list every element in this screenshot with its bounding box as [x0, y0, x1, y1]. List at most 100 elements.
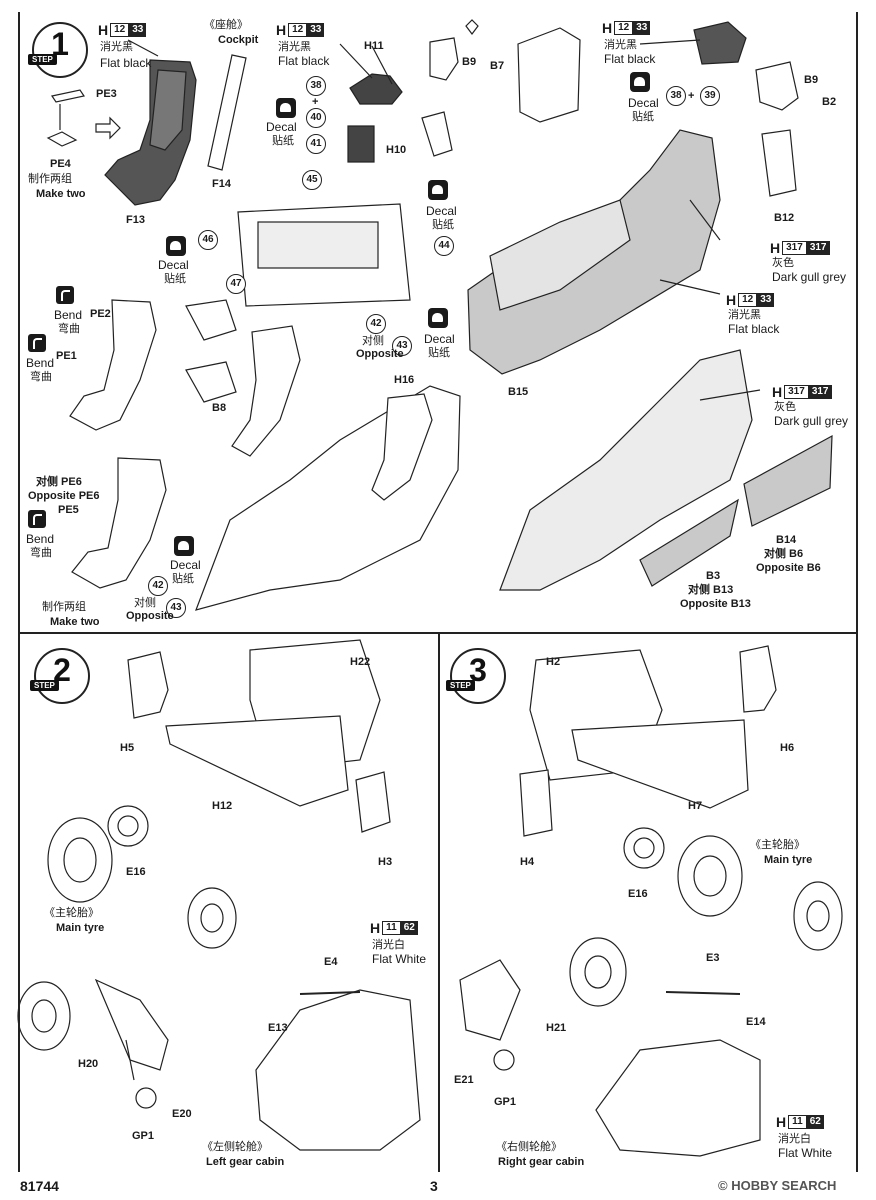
decal-number: 42	[366, 314, 386, 334]
make-two-cn: 制作两组	[42, 600, 86, 613]
part-label-h21: H21	[546, 1022, 567, 1034]
part-label-b13-en: Opposite B13	[680, 598, 751, 610]
paint-en-dark-gull-grey-1: Dark gull grey	[772, 270, 847, 284]
decal-en: Decal	[424, 332, 455, 346]
part-label-b6-cn: 对侧 B6	[764, 548, 804, 560]
paint-en-dark-gull-grey-2: Dark gull grey	[774, 414, 849, 428]
main-tyre-cn: 《主轮胎》	[44, 906, 99, 919]
make-two-cn: 制作两组	[28, 172, 72, 185]
paint-cn-flat-black-2: 消光黑	[278, 40, 311, 53]
main-tyre-en: Main tyre	[56, 922, 105, 934]
part-label-h2: H2	[546, 656, 561, 668]
decal-cn: 贴纸	[164, 272, 186, 285]
part-label-b7: B7	[490, 60, 505, 72]
part-label-gp1: GP1	[494, 1096, 517, 1108]
part-label-e16: E16	[126, 866, 146, 878]
bend-icon	[28, 334, 46, 352]
part-label-b3: B3	[706, 570, 721, 582]
part-label-e21: E21	[454, 1074, 474, 1086]
part-label-e4: E4	[324, 956, 338, 968]
decal-cn: 贴纸	[632, 110, 654, 123]
decal-cn: 贴纸	[272, 134, 294, 147]
paint-en-flat-white-2: Flat White	[778, 1146, 833, 1160]
right-gear-cn: 《右侧轮舱》	[496, 1140, 562, 1153]
make-two-en: Make two	[50, 616, 100, 628]
paint-cn-dark-gull-grey-1: 灰色	[772, 256, 794, 269]
part-label-b14: B14	[776, 534, 797, 546]
decal-icon	[428, 180, 448, 200]
opposite-en: Opposite	[356, 348, 404, 360]
bend-icon	[28, 510, 46, 528]
part-label-pe3: PE3	[96, 88, 117, 100]
decal-number: 45	[302, 170, 322, 190]
opposite-en: Opposite	[126, 610, 174, 622]
decal-icon	[166, 236, 186, 256]
part-label-f13: F13	[126, 214, 145, 226]
divider-right	[856, 12, 858, 1172]
decal-number: 43	[166, 598, 186, 618]
part-label-h22: H22	[350, 656, 371, 668]
divider-horizontal	[18, 632, 856, 634]
page-number: 3	[430, 1178, 438, 1194]
decal-en: Decal	[266, 120, 297, 134]
decal-number: 47	[226, 274, 246, 294]
bend-cn: 弯曲	[58, 322, 80, 335]
part-label-gp1: GP1	[132, 1130, 155, 1142]
decal-number: 41	[306, 134, 326, 154]
main-tyre-cn: 《主轮胎》	[750, 838, 805, 851]
cockpit-en: Cockpit	[218, 34, 259, 46]
decal-cn: 贴纸	[172, 572, 194, 585]
paint-en-flat-black-3: Flat black	[604, 52, 656, 66]
decal-icon	[428, 308, 448, 328]
part-label-pe2: PE2	[90, 308, 111, 320]
right-gear-en: Right gear cabin	[498, 1156, 585, 1168]
decal-en: Decal	[628, 96, 659, 110]
part-label-h20: H20	[78, 1058, 99, 1070]
decal-icon	[174, 536, 194, 556]
paint-en-flat-white-1: Flat White	[372, 952, 427, 966]
part-label-f14: F14	[212, 178, 231, 190]
decal-cn: 贴纸	[428, 346, 450, 359]
part-label-pe6-en: Opposite PE6	[28, 490, 100, 502]
decal-icon	[630, 72, 650, 92]
part-label-b13-cn: 对侧 B13	[688, 584, 734, 596]
part-label-e13: E13	[268, 1022, 288, 1034]
decal-number: 44	[434, 236, 454, 256]
bend-en: Bend	[26, 356, 55, 370]
part-label-h16: H16	[394, 374, 415, 386]
part-label-e14: E14	[746, 1016, 766, 1028]
paint-cn-flat-white-2: 消光白	[778, 1132, 811, 1145]
bend-cn: 弯曲	[30, 546, 52, 559]
divider-vertical	[438, 632, 440, 1172]
decal-number: 40	[306, 108, 326, 128]
part-label-b9: B9	[462, 56, 477, 68]
bend-en: Bend	[26, 532, 55, 546]
part-label-pe5: PE5	[58, 504, 79, 516]
part-label-pe4: PE4	[50, 158, 71, 170]
bend-cn: 弯曲	[30, 370, 52, 383]
part-label-pe6-cn: 对侧 PE6	[36, 476, 82, 488]
part-label-b12: B12	[774, 212, 795, 224]
part-label-h3: H3	[378, 856, 393, 868]
decal-icon	[276, 98, 296, 118]
decal-cn: 贴纸	[432, 218, 454, 231]
part-label-h6: H6	[780, 742, 795, 754]
part-label-e20: E20	[172, 1108, 192, 1120]
opposite-cn: 对侧	[134, 596, 156, 609]
part-label-b9: B9	[804, 74, 819, 86]
paint-cn-flat-black-1: 消光黑	[100, 40, 133, 53]
part-label-b15: B15	[508, 386, 529, 398]
make-two-en: Make two	[36, 188, 86, 200]
paint-en-flat-black-1: Flat black	[100, 56, 152, 70]
product-code: 81744	[20, 1178, 59, 1194]
part-label-b6-en: Opposite B6	[756, 562, 821, 574]
